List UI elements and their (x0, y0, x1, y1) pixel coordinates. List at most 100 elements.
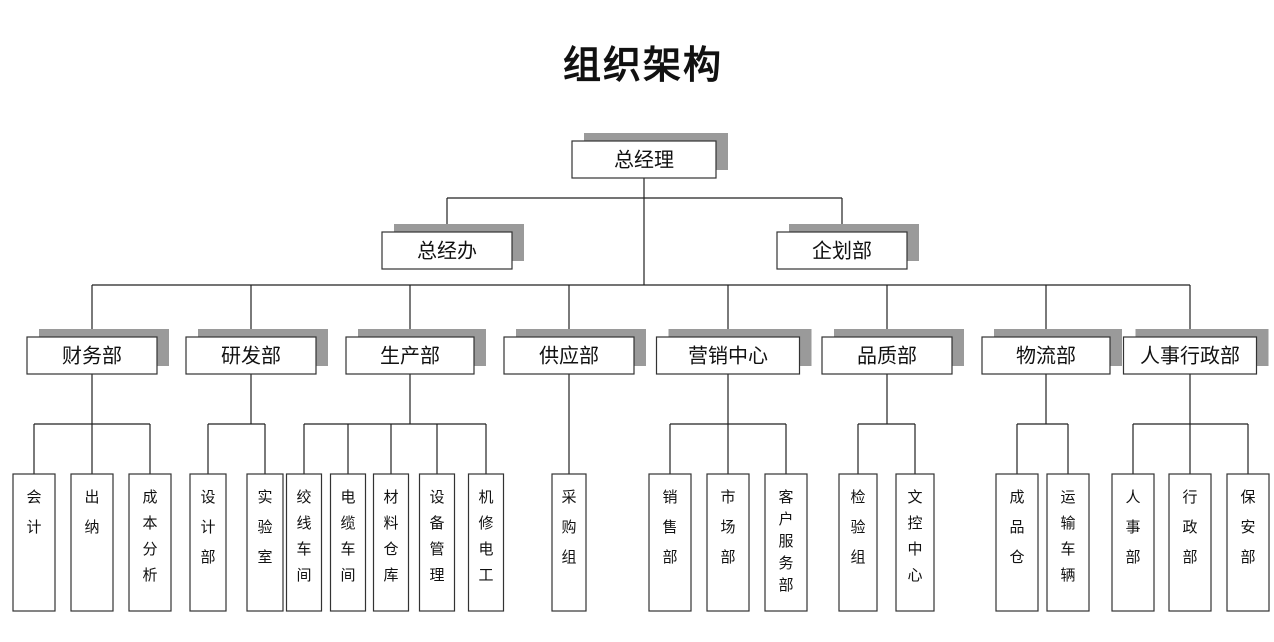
node-unit-0-2-box (128, 473, 172, 612)
node-dept-7: 人事行政部 (1122, 329, 1269, 375)
node-unit-3-0-box (551, 473, 587, 612)
node-unit-6-1-label: 运输车辆 (1060, 488, 1075, 584)
node-unit-5-0-box (838, 473, 878, 612)
node-unit-2-0: 绞线车间 (285, 473, 323, 612)
chart-title: 组织架构 (563, 43, 723, 87)
node-unit-2-4-box (467, 473, 505, 612)
node-unit-5-0-label: 检验组 (850, 488, 865, 566)
node-root-label: 总经理 (614, 148, 674, 172)
node-unit-6-0-label: 成品仓 (1009, 488, 1024, 566)
node-unit-5-1-label: 文控中心 (907, 488, 922, 584)
node-unit-2-4-label: 机修电工 (478, 488, 493, 584)
node-unit-7-2-label: 保安部 (1240, 488, 1255, 566)
node-dept-5: 品质部 (821, 329, 964, 375)
node-unit-4-1-box (706, 473, 750, 612)
node-unit-2-3: 设备管理 (418, 473, 456, 612)
node-dept-1-label: 研发部 (221, 344, 281, 368)
node-unit-2-2: 材料仓库 (372, 473, 410, 612)
node-staff-0: 总经办 (381, 224, 524, 270)
node-unit-2-1: 电缆车间 (329, 473, 367, 612)
node-staff-0-label: 总经办 (417, 239, 477, 263)
node-unit-0-2-label: 成本分析 (142, 488, 157, 584)
node-unit-1-1-label: 实验室 (257, 488, 272, 566)
node-unit-4-2: 客户服务部 (764, 473, 808, 612)
node-dept-2-label: 生产部 (380, 344, 440, 368)
node-unit-1-0-box (189, 473, 227, 612)
node-dept-6-box (981, 336, 1111, 375)
node-unit-6-0-box (995, 473, 1039, 612)
node-root: 总经理 (571, 133, 728, 179)
node-dept-3: 供应部 (503, 329, 646, 375)
node-unit-1-1: 实验室 (246, 473, 284, 612)
node-unit-0-0: 会计 (12, 473, 56, 612)
node-dept-1-box (185, 336, 317, 375)
node-staff-1-label: 企划部 (812, 239, 872, 263)
node-unit-0-1-label: 出纳 (84, 488, 99, 536)
node-unit-1-1-box (246, 473, 284, 612)
node-dept-3-box (503, 336, 635, 375)
node-staff-1-box (776, 231, 908, 270)
node-root-box (571, 140, 717, 179)
node-unit-7-0: 人事部 (1111, 473, 1155, 612)
node-dept-0-label: 财务部 (62, 344, 122, 368)
node-unit-0-2: 成本分析 (128, 473, 172, 612)
node-unit-3-0-label: 采购组 (561, 488, 576, 566)
node-unit-4-2-label: 客户服务部 (778, 488, 793, 594)
node-staff-0-box (381, 231, 513, 270)
node-unit-6-1-box (1046, 473, 1090, 612)
node-dept-3-label: 供应部 (539, 344, 599, 368)
node-unit-7-0-label: 人事部 (1125, 488, 1140, 566)
node-unit-4-0-box (648, 473, 692, 612)
node-unit-5-1: 文控中心 (895, 473, 935, 612)
node-unit-4-0-label: 销售部 (662, 488, 677, 566)
node-unit-2-3-label: 设备管理 (429, 488, 444, 584)
node-unit-4-1: 市场部 (706, 473, 750, 612)
node-dept-0-box (26, 336, 158, 375)
node-unit-6-1: 运输车辆 (1046, 473, 1090, 612)
node-unit-2-1-box (329, 473, 367, 612)
node-unit-7-2: 保安部 (1226, 473, 1270, 612)
node-dept-5-label: 品质部 (857, 344, 917, 368)
node-dept-2: 生产部 (345, 329, 486, 375)
node-unit-5-1-box (895, 473, 935, 612)
node-unit-4-0: 销售部 (648, 473, 692, 612)
node-unit-2-4: 机修电工 (467, 473, 505, 612)
node-unit-4-1-label: 市场部 (720, 488, 735, 566)
node-dept-5-box (821, 336, 953, 375)
node-dept-4: 营销中心 (655, 329, 812, 375)
node-staff-1: 企划部 (776, 224, 919, 270)
node-unit-7-1: 行政部 (1168, 473, 1212, 612)
node-unit-2-3-box (418, 473, 456, 612)
node-dept-1: 研发部 (185, 329, 328, 375)
node-unit-7-2-box (1226, 473, 1270, 612)
node-unit-6-0: 成品仓 (995, 473, 1039, 612)
node-unit-0-0-box (12, 473, 56, 612)
node-unit-4-2-box (764, 473, 808, 612)
node-unit-5-0: 检验组 (838, 473, 878, 612)
node-dept-7-box (1122, 336, 1258, 375)
node-unit-0-0-label: 会计 (26, 488, 41, 536)
node-unit-7-1-box (1168, 473, 1212, 612)
node-unit-7-0-box (1111, 473, 1155, 612)
node-dept-6-label: 物流部 (1016, 344, 1076, 368)
connector-lines (33, 178, 1249, 474)
node-unit-2-2-box (372, 473, 410, 612)
node-dept-6: 物流部 (981, 329, 1122, 375)
node-unit-2-0-box (285, 473, 323, 612)
node-dept-0: 财务部 (26, 329, 169, 375)
node-dept-4-box (655, 336, 801, 375)
node-unit-0-1-box (70, 473, 114, 612)
node-unit-3-0: 采购组 (551, 473, 587, 612)
node-unit-2-0-label: 绞线车间 (296, 488, 311, 584)
node-unit-2-2-label: 材料仓库 (383, 488, 398, 584)
node-unit-7-1-label: 行政部 (1182, 488, 1197, 566)
node-dept-4-label: 营销中心 (688, 344, 768, 368)
node-dept-2-box (345, 336, 475, 375)
node-unit-0-1: 出纳 (70, 473, 114, 612)
node-dept-7-label: 人事行政部 (1140, 344, 1240, 368)
node-unit-1-0-label: 设计部 (200, 488, 215, 566)
node-unit-2-1-label: 电缆车间 (340, 488, 355, 584)
node-unit-1-0: 设计部 (189, 473, 227, 612)
